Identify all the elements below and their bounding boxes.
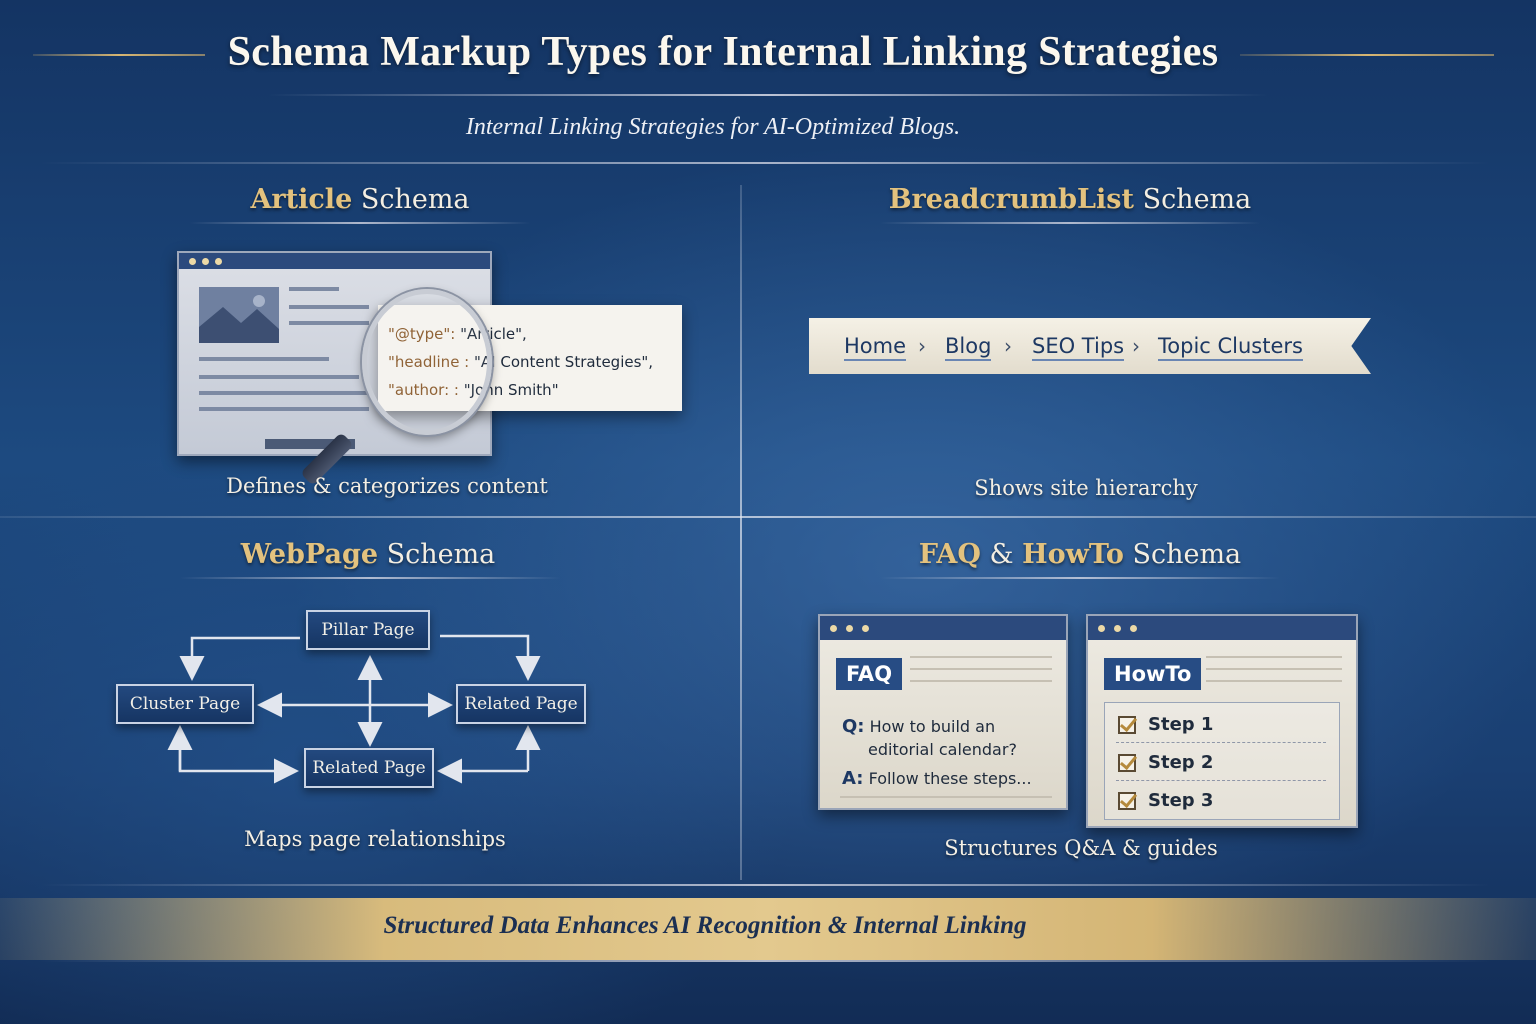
breadcrumb-item-topic-clusters[interactable]: Topic Clusters — [1158, 333, 1303, 361]
magnifier-icon — [362, 289, 492, 435]
chevron-right-icon: › — [1132, 334, 1140, 358]
howto-badge: HowTo — [1104, 658, 1202, 690]
breadcrumb-ribbon — [809, 318, 1371, 374]
faq-q-label: Q: — [842, 716, 865, 737]
card-rule — [910, 668, 1052, 670]
faq-howto-schema-title: FAQ & HowTo Schema — [880, 539, 1280, 570]
webpage-title-underline — [180, 577, 560, 579]
article-title-underline — [190, 222, 530, 224]
text-line — [199, 357, 329, 361]
card-rule — [1206, 680, 1342, 682]
faq-question: Q: How to build an — [842, 716, 995, 737]
faq-howto-title-underline — [880, 577, 1280, 579]
checkbox-checked-icon — [1118, 792, 1136, 810]
page-subtitle: Internal Linking Strategies for AI-Optim… — [465, 114, 961, 140]
page-title: Schema Markup Types for Internal Linking… — [227, 29, 1219, 75]
howto-step-2: Step 2 — [1148, 752, 1214, 773]
webpage-title-rest: Schema — [378, 539, 496, 570]
article-schema-title: Article Schema — [160, 184, 560, 215]
window-dot — [189, 258, 196, 265]
window-dot — [846, 625, 853, 632]
footer-band — [0, 898, 1536, 960]
header-decor-line-left — [33, 54, 205, 56]
faq-title-amp: & — [980, 539, 1023, 570]
faq-a-text: Follow these steps... — [868, 769, 1032, 788]
step-separator — [1116, 780, 1326, 781]
webpage-title-highlight: WebPage — [240, 539, 379, 570]
window-titlebar — [820, 616, 1066, 640]
window-dot — [1130, 625, 1137, 632]
quadrant-divider-horizontal — [0, 516, 1536, 518]
article-title-rest: Schema — [352, 184, 470, 215]
card-rule — [1206, 668, 1342, 670]
image-placeholder-icon — [199, 287, 279, 343]
breadcrumb-item-home[interactable]: Home — [844, 333, 907, 361]
title-underline — [268, 94, 1268, 96]
card-rule — [1206, 656, 1342, 658]
faq-a-label: A: — [842, 768, 864, 789]
window-dot — [1114, 625, 1121, 632]
howto-step-list — [1104, 702, 1340, 820]
code-value: "AI Content Strategies", — [469, 353, 654, 371]
breadcrumb-schema-title: BreadcrumbList Schema — [860, 184, 1280, 215]
breadcrumb-title-rest: Schema — [1133, 184, 1252, 215]
text-line — [289, 287, 339, 291]
faq-card: FAQ Q: How to build an editorial calenda… — [818, 614, 1068, 810]
window-dot — [1098, 625, 1105, 632]
howto-title-highlight: HowTo — [1022, 539, 1124, 570]
text-line — [199, 391, 369, 395]
checkbox-checked-icon — [1118, 716, 1136, 734]
chevron-right-icon: › — [918, 334, 926, 358]
footer-line-top — [40, 884, 1490, 886]
chevron-right-icon: › — [1004, 334, 1012, 358]
window-titlebar — [1088, 616, 1356, 640]
node-related-page-right: Related Page — [456, 684, 586, 724]
card-rule — [840, 796, 1052, 798]
text-line — [199, 375, 359, 379]
node-cluster-page: Cluster Page — [116, 684, 254, 724]
webpage-caption: Maps page relationships — [244, 827, 506, 851]
breadcrumb-title-underline — [880, 222, 1260, 224]
faq-q-line1: How to build an — [869, 717, 996, 736]
window-dot — [862, 625, 869, 632]
footer-tagline: Structured Data Enhances AI Recognition … — [383, 912, 1027, 939]
checkbox-checked-icon — [1118, 754, 1136, 772]
card-rule — [910, 680, 1052, 682]
node-related-page-bottom: Related Page — [304, 748, 434, 788]
faq-question-line2: editorial calendar? — [868, 740, 1017, 759]
footer-line-bottom — [40, 960, 1490, 962]
breadcrumb-item-blog[interactable]: Blog — [945, 333, 992, 361]
step-separator — [1116, 742, 1326, 743]
howto-card: HowTo Step 1 Step 2 Step 3 — [1086, 614, 1358, 828]
faq-howto-caption: Structures Q&A & guides — [944, 836, 1218, 860]
breadcrumb-caption: Shows site hierarchy — [974, 476, 1198, 500]
node-pillar-page: Pillar Page — [306, 610, 430, 650]
howto-step-3: Step 3 — [1148, 790, 1214, 811]
quadrant-divider-vertical — [740, 185, 742, 880]
text-line — [265, 439, 355, 449]
window-dot — [202, 258, 209, 265]
article-title-highlight: Article — [250, 184, 353, 215]
faq-answer: A: Follow these steps... — [842, 768, 1032, 789]
window-dot — [830, 625, 837, 632]
webpage-schema-title: WebPage Schema — [168, 539, 568, 570]
window-dot — [215, 258, 222, 265]
breadcrumb-title-highlight: BreadcrumbList — [888, 184, 1134, 215]
faq-howto-title-rest: Schema — [1123, 539, 1242, 570]
window-titlebar — [179, 253, 490, 269]
howto-step-1: Step 1 — [1148, 714, 1214, 735]
faq-title-highlight: FAQ — [918, 539, 981, 570]
text-line — [199, 407, 369, 411]
article-caption: Defines & categorizes content — [226, 474, 548, 498]
text-line — [289, 321, 369, 325]
header-decor-line-right — [1240, 54, 1494, 56]
header-divider — [40, 162, 1490, 164]
faq-badge: FAQ — [836, 658, 903, 690]
card-rule — [910, 656, 1052, 658]
text-line — [289, 305, 369, 309]
breadcrumb-item-seo-tips[interactable]: SEO Tips — [1032, 333, 1125, 361]
